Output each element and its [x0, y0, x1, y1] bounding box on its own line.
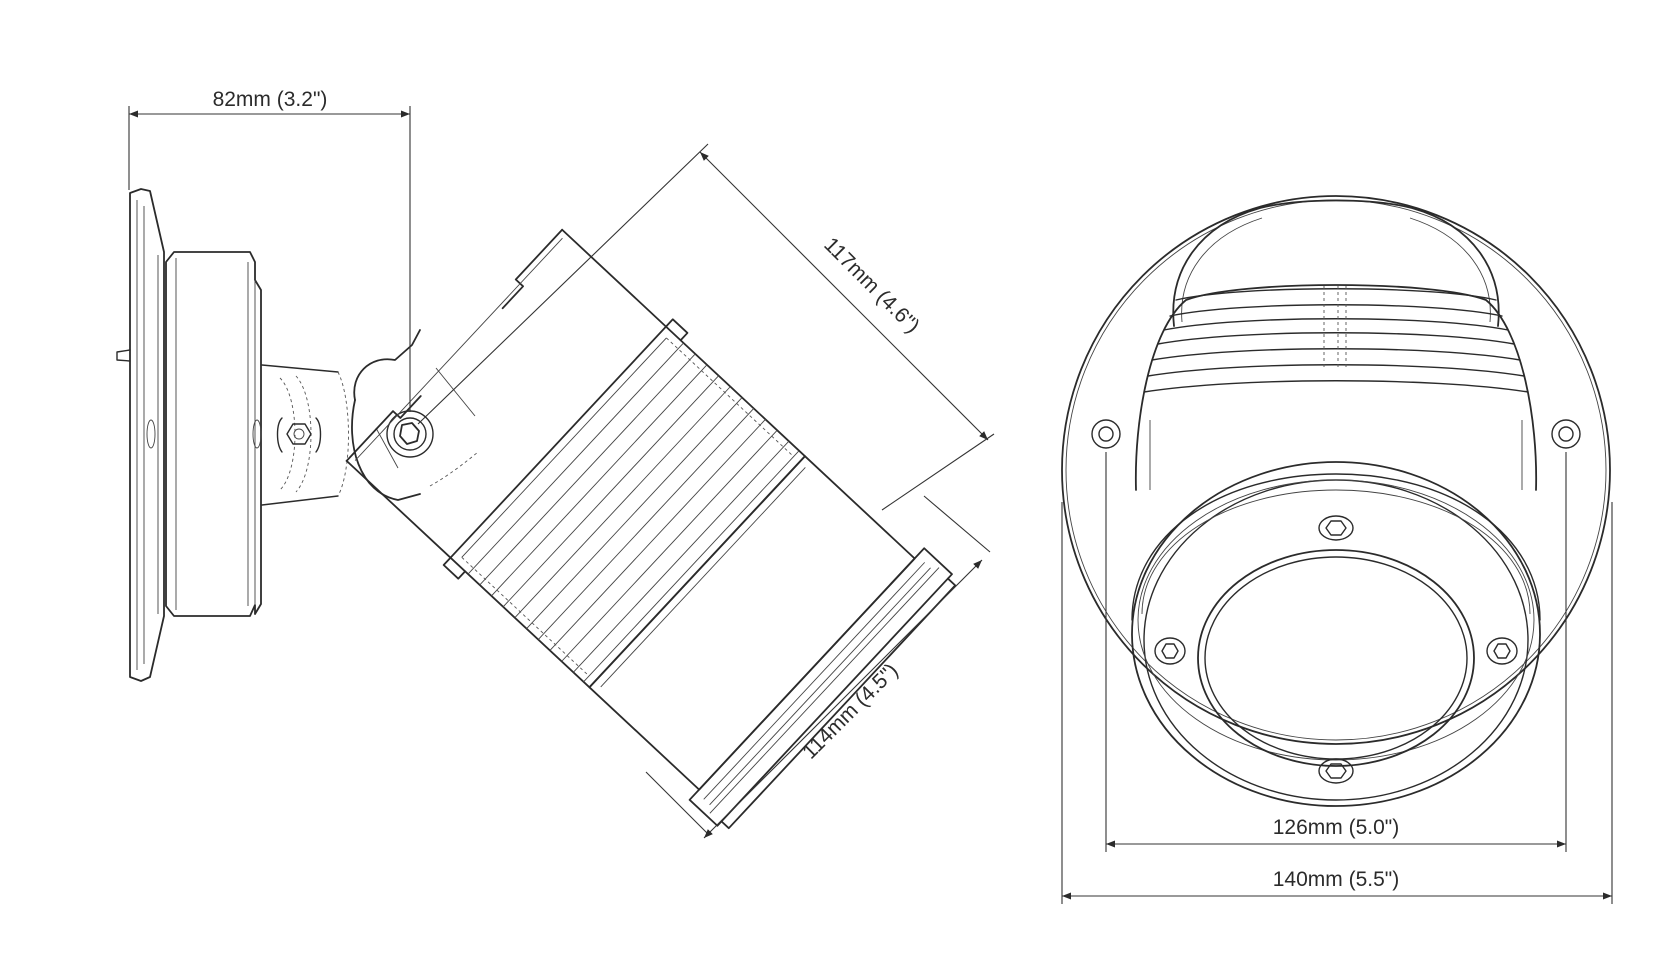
- bezel-screw-right: [1486, 637, 1518, 665]
- dimension-housing-length: 117mm (4.6"): [417, 143, 995, 511]
- mounting-hole-left: [1091, 419, 1121, 449]
- knuckle-joint: [351, 329, 479, 501]
- wall-plate-disc: [1061, 195, 1611, 745]
- dimension-outer-diameter: 140mm (5.5"): [1061, 502, 1613, 904]
- bezel-screw-top: [1318, 515, 1354, 541]
- housing-diameter-label: 114mm (4.5"): [798, 659, 903, 764]
- swivel-arm: [261, 364, 349, 506]
- front-view: [1061, 195, 1611, 807]
- finned-cylinder: [1134, 284, 1538, 491]
- inner-diameter-label: 126mm (5.0"): [1273, 816, 1400, 839]
- mounting-box: [165, 251, 262, 617]
- arched-bracket: [1172, 199, 1500, 327]
- light-housing: [345, 228, 957, 830]
- dimension-housing-diameter: 114mm (4.5"): [645, 495, 991, 839]
- dimension-mount-depth: 82mm (3.2"): [128, 88, 411, 412]
- bezel-screw-bottom: [1318, 758, 1354, 784]
- mounting-hole-right: [1551, 419, 1581, 449]
- lens: [1197, 549, 1475, 767]
- wall-plate: [116, 188, 165, 682]
- housing-length-label: 117mm (4.6"): [819, 233, 924, 338]
- mount-depth-label: 82mm (3.2"): [213, 88, 328, 111]
- bezel-screw-left: [1154, 637, 1186, 665]
- front-bezel: [1131, 461, 1541, 807]
- dimension-inner-diameter: 126mm (5.0"): [1105, 452, 1567, 852]
- outer-diameter-label: 140mm (5.5"): [1273, 868, 1400, 891]
